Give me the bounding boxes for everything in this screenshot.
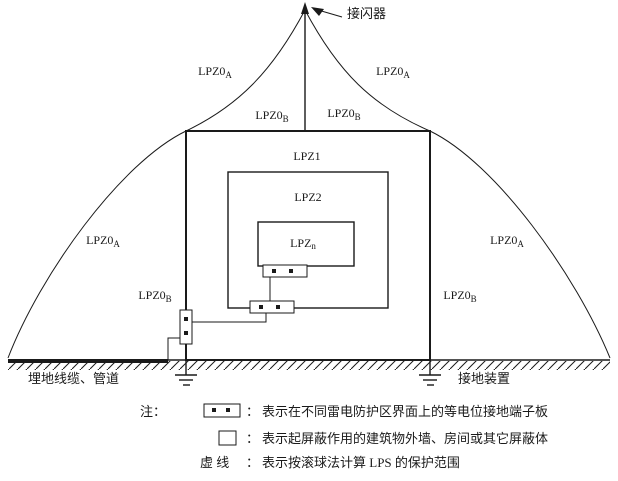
air-terminal-label: 接闪器: [347, 6, 386, 21]
terminal-dot: [212, 408, 216, 412]
buried-cable-label: 埋地线缆、管道: [28, 371, 119, 386]
zone-label-lpz0b-lower-left: LPZ0B: [138, 288, 171, 304]
terminal-dot: [184, 317, 188, 321]
zone-label-lpz0b-top-left: LPZ0B: [255, 108, 288, 124]
zone-label-lpz0a-mid-right: LPZ0A: [490, 233, 524, 249]
zone-label-lpz1: LPZ1: [293, 149, 320, 163]
zone-label-lpzn: LPZn: [290, 236, 316, 251]
zone-label-lpz0b-top-right: LPZ0B: [327, 106, 360, 122]
earth-electrode-right: [419, 360, 441, 386]
air-terminal-icon: [301, 2, 309, 14]
zone-label-lpz0b-lower-right: LPZ0B: [443, 288, 476, 304]
terminal-dot: [226, 408, 230, 412]
legend-item1-text: 表示在不同雷电防护区界面上的等电位接地端子板: [262, 404, 548, 419]
grounding-device-label: 接地装置: [458, 371, 510, 386]
zone-label-lpz2: LPZ2: [294, 190, 321, 204]
bonding-conductor-to-cable: [167, 337, 180, 360]
terminal-dot: [259, 305, 263, 309]
shield-lpz2: [227, 171, 389, 309]
legend-note-label: 注：: [140, 404, 166, 419]
bonding-terminal-a: [262, 264, 308, 278]
protection-boundary-left: [7, 9, 306, 359]
bonding-terminal-c: [179, 309, 193, 345]
zone-label-lpz0a-upper-right: LPZ0A: [376, 64, 410, 80]
legend-terminal-symbol: [203, 403, 241, 418]
legend-item3-label: 虚 线: [200, 455, 229, 470]
legend-item2-text: 表示起屏蔽作用的建筑物外墙、房间或其它屏蔽体: [262, 431, 548, 446]
ground-hatch: [8, 361, 610, 370]
terminal-dot: [289, 269, 293, 273]
legend-item3-colon: ：: [246, 455, 259, 470]
terminal-dot: [276, 305, 280, 309]
zone-label-lpz0a-mid-left: LPZ0A: [86, 233, 120, 249]
protection-boundary-right: [304, 9, 611, 359]
legend-shield-symbol: [218, 430, 237, 446]
terminal-dot: [184, 331, 188, 335]
earth-electrode-left: [175, 360, 197, 386]
legend-item1-colon: ：: [246, 404, 259, 419]
legend-item3-text: 表示按滚球法计算 LPS 的保护范围: [262, 455, 460, 470]
legend-item2-colon: ：: [246, 431, 259, 446]
terminal-dot: [272, 269, 276, 273]
annotation-arrowhead: [311, 7, 324, 16]
zone-label-lpz0a-upper-left: LPZ0A: [198, 64, 232, 80]
bonding-terminal-b: [249, 300, 295, 314]
bonding-conductor-b-c: [192, 313, 267, 323]
